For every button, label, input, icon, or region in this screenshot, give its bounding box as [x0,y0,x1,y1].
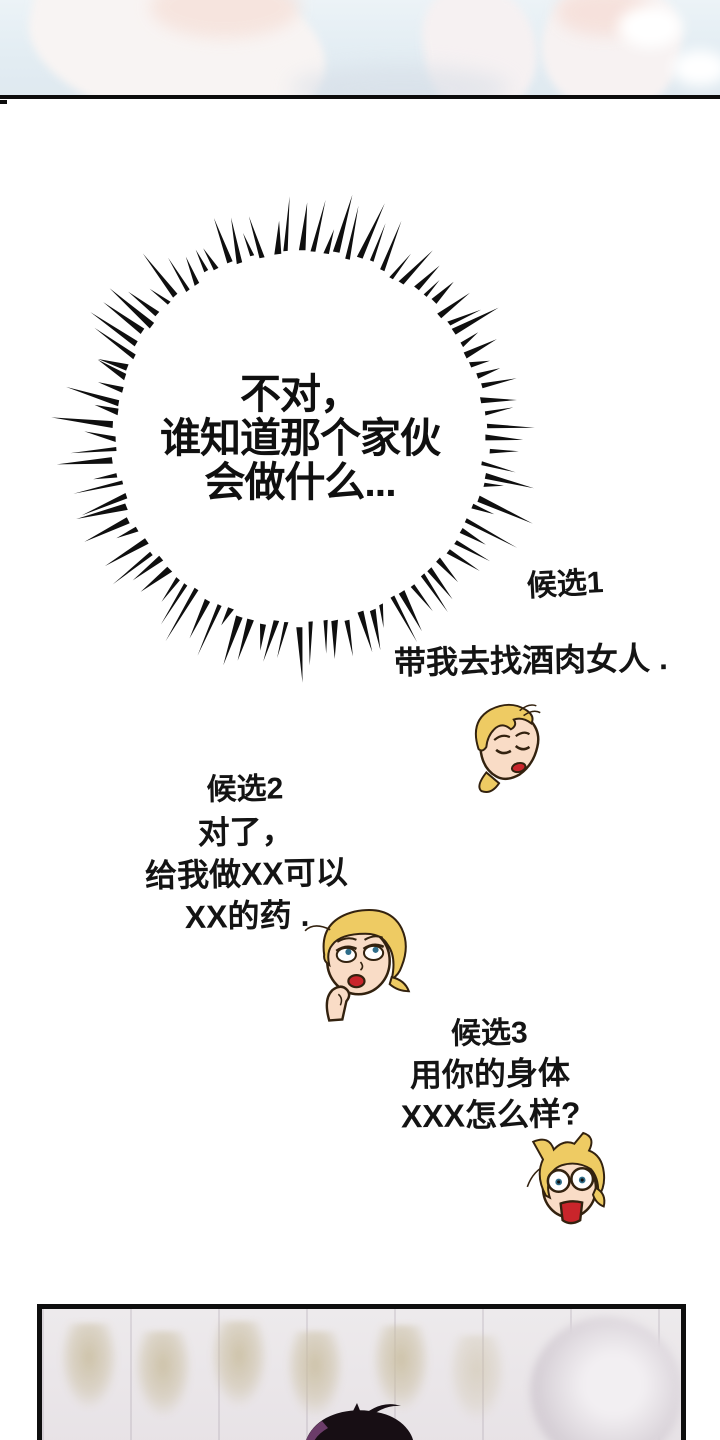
candidate-1-label: 候选1 [526,566,605,603]
ornament-blob [448,1335,506,1421]
candidate-3-label: 候选3 [450,1016,528,1051]
bubble-body [112,249,488,625]
bubble-text: 不对， 谁知道那个家伙 会做什么... [105,372,495,504]
light-arch-blob [530,1317,681,1440]
panel-divider-tick [0,100,7,104]
ornament-blob [286,1331,344,1417]
shocked-face-icon [520,1131,614,1229]
candidate-1-text: 带我去找酒肉女人 . [393,640,669,681]
light-glow-blob [672,50,720,86]
smug-sleepy-face-icon [458,696,548,794]
dark-haired-head-icon [300,1403,420,1440]
candidate-2-label: 候选2 [206,772,284,807]
bubble-text-line: 不对， [240,371,361,417]
pondering-face-icon [296,900,432,1022]
soft-shadow-blob [290,66,510,95]
bubble-text-line: 会做什么... [204,459,396,505]
bottom-artwork-panel [37,1304,686,1440]
ornament-blob [210,1321,268,1407]
bubble-text-line: 谁知道那个家伙 [160,415,441,461]
burst-spikes-icon [51,194,535,683]
ornament-blob [372,1325,430,1411]
candidate-2-line: 给我做XX可以 [144,854,349,894]
ornament-blob [60,1323,118,1409]
ornament-blob [134,1331,192,1417]
top-artwork-panel [0,0,720,95]
light-glow-blob [618,6,682,48]
scream-burst-bubble [35,172,565,702]
candidate-3-line: 用你的身体 [409,1054,571,1094]
panel-divider-line [0,95,720,99]
candidate-3-block: 候选3 用你的身体 XXX怎么样? [329,1010,651,1139]
candidate-2-line: 对了， [197,813,294,851]
